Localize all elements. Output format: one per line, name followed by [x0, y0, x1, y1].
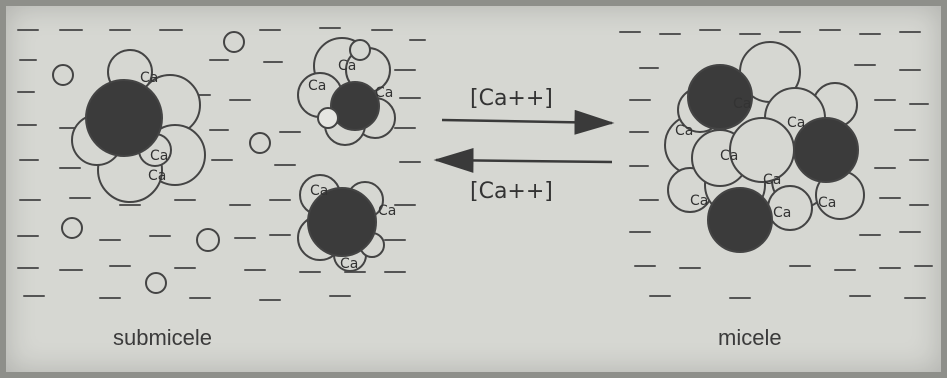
submicelle-large — [71, 49, 206, 203]
water-dashes-left — [17, 27, 426, 301]
arrow-bottom-label: [Ca++] — [470, 179, 553, 204]
ca-mark: Ca — [733, 96, 751, 112]
arrow-top-label: [Ca++] — [470, 86, 553, 111]
ca-mark: Ca — [818, 195, 836, 211]
water-dashes-right — [619, 29, 933, 299]
ca-mark: Ca — [675, 123, 693, 139]
ca-mark: Ca — [148, 168, 166, 184]
ca-mark: Ca — [763, 172, 781, 188]
ca-mark: Ca — [338, 58, 356, 74]
micelle-cluster — [664, 41, 865, 253]
reverse-arrow — [433, 147, 613, 173]
ca-mark: Ca — [310, 183, 328, 199]
submicelle-label: submicele — [113, 325, 213, 350]
forward-arrow — [441, 109, 615, 135]
free-small-spheres — [52, 31, 271, 294]
ca-mark: Ca — [375, 85, 393, 101]
ca-mark: Ca — [690, 193, 708, 209]
ca-mark: Ca — [720, 148, 738, 164]
ca-mark: Ca — [308, 78, 326, 94]
calcium-marks-left: Ca Ca Ca Ca Ca Ca Ca Ca Ca — [140, 58, 396, 272]
equilibrium-arrows — [433, 109, 615, 173]
submicelle-bottom — [297, 174, 385, 272]
submicelle-top — [297, 37, 396, 146]
ca-mark: Ca — [378, 203, 396, 219]
ca-mark: Ca — [773, 205, 791, 221]
ca-mark: Ca — [140, 70, 158, 86]
micelle-label: micele — [718, 325, 782, 350]
ca-mark: Ca — [787, 115, 805, 131]
ca-mark: Ca — [340, 256, 358, 272]
calcium-marks-right: Ca Ca Ca Ca Ca Ca Ca Ca — [675, 96, 836, 221]
ca-mark: Ca — [150, 148, 168, 164]
